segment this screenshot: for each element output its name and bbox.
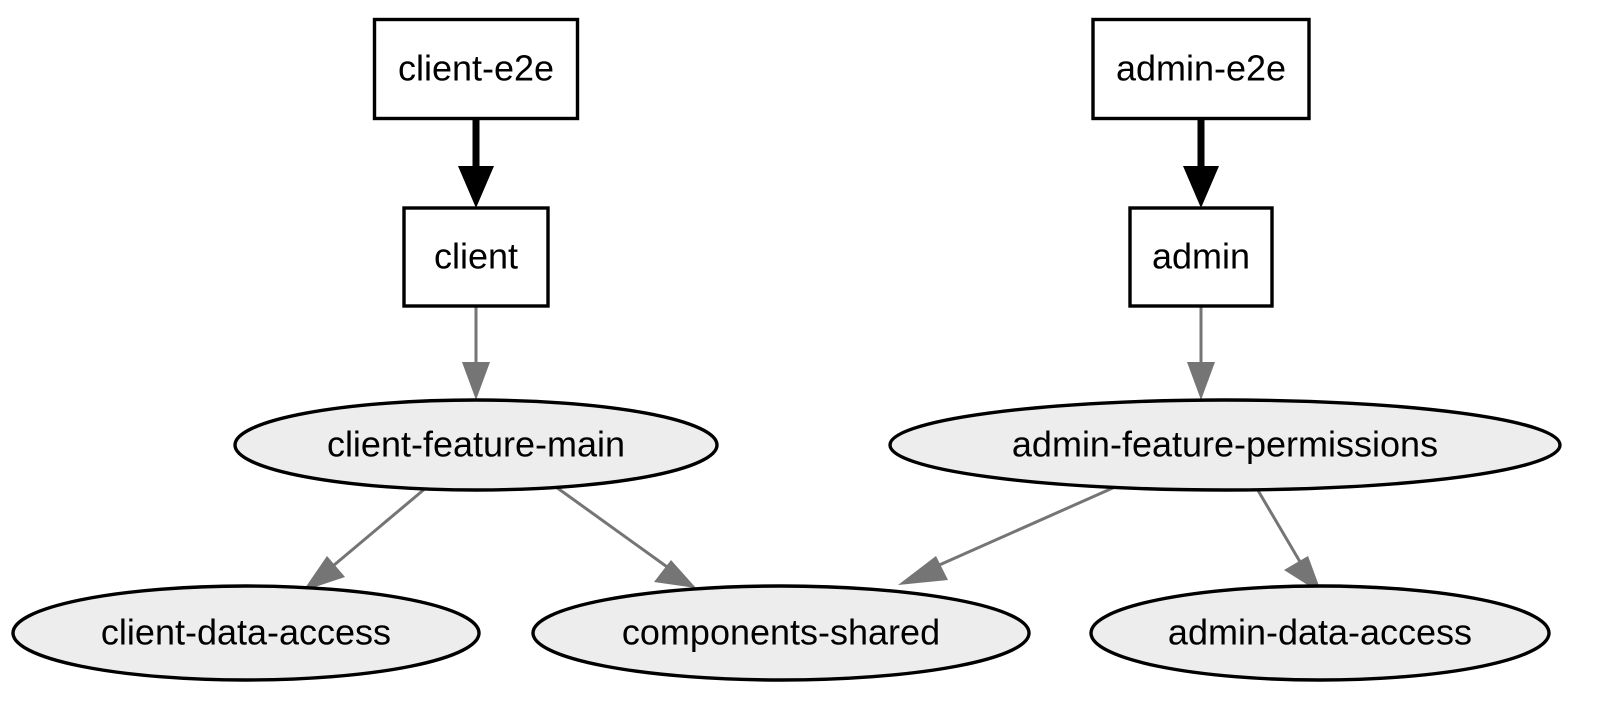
arrowhead-icon [654, 560, 696, 588]
node-admin-feature-permissions[interactable]: admin-feature-permissions [888, 398, 1562, 492]
node-shape-ellipse [233, 398, 719, 492]
arrowhead-icon [1187, 362, 1215, 400]
edge-line [1254, 486, 1308, 573]
edge-admin-e2e-to-admin[interactable] [1183, 119, 1219, 208]
node-admin[interactable]: admin [1128, 206, 1274, 308]
node-shape-ellipse [1089, 584, 1551, 682]
edge-line [927, 485, 1116, 572]
node-client-e2e[interactable]: client-e2e [372, 17, 580, 121]
node-shape-box [402, 206, 550, 308]
node-label: components-shared [622, 612, 940, 653]
node-client[interactable]: client [402, 206, 550, 308]
edge-client-feature-main-to-components-shared[interactable] [555, 485, 696, 588]
node-label: client-e2e [398, 48, 554, 89]
edge-layer [303, 119, 1322, 594]
node-shape-ellipse [531, 584, 1031, 682]
node-components-shared[interactable]: components-shared [531, 584, 1031, 682]
node-label: client-data-access [101, 612, 391, 653]
node-admin-e2e[interactable]: admin-e2e [1091, 17, 1311, 121]
edge-client-to-client-feature-main[interactable] [462, 306, 490, 400]
edge-line [555, 485, 671, 571]
arrowhead-icon [898, 556, 948, 585]
node-shape-ellipse [888, 398, 1562, 492]
node-shape-box [1091, 17, 1311, 121]
edge-line [326, 485, 428, 573]
edge-client-e2e-to-client[interactable] [458, 119, 494, 208]
arrowhead-icon [458, 166, 494, 208]
node-label: admin-data-access [1168, 612, 1472, 653]
edge-admin-to-admin-feature-permissions[interactable] [1187, 306, 1215, 400]
arrowhead-icon [303, 556, 345, 591]
node-label: admin-e2e [1116, 48, 1286, 89]
node-label: admin [1152, 236, 1250, 277]
arrowhead-icon [462, 362, 490, 400]
node-layer: client-e2e admin-e2e client admin client… [11, 17, 1562, 682]
arrowhead-icon [1183, 166, 1219, 208]
node-admin-data-access[interactable]: admin-data-access [1089, 584, 1551, 682]
node-label: client-feature-main [327, 424, 625, 465]
node-client-feature-main[interactable]: client-feature-main [233, 398, 719, 492]
edge-admin-feature-permissions-to-admin-data-access[interactable] [1254, 486, 1322, 594]
node-shape-ellipse [11, 584, 481, 682]
node-label: admin-feature-permissions [1012, 424, 1438, 465]
node-client-data-access[interactable]: client-data-access [11, 584, 481, 682]
node-label: client [434, 236, 518, 277]
node-shape-box [1128, 206, 1274, 308]
edge-admin-feature-permissions-to-components-shared[interactable] [898, 485, 1116, 585]
node-shape-box [372, 17, 580, 121]
edge-client-feature-main-to-client-data-access[interactable] [303, 485, 428, 591]
